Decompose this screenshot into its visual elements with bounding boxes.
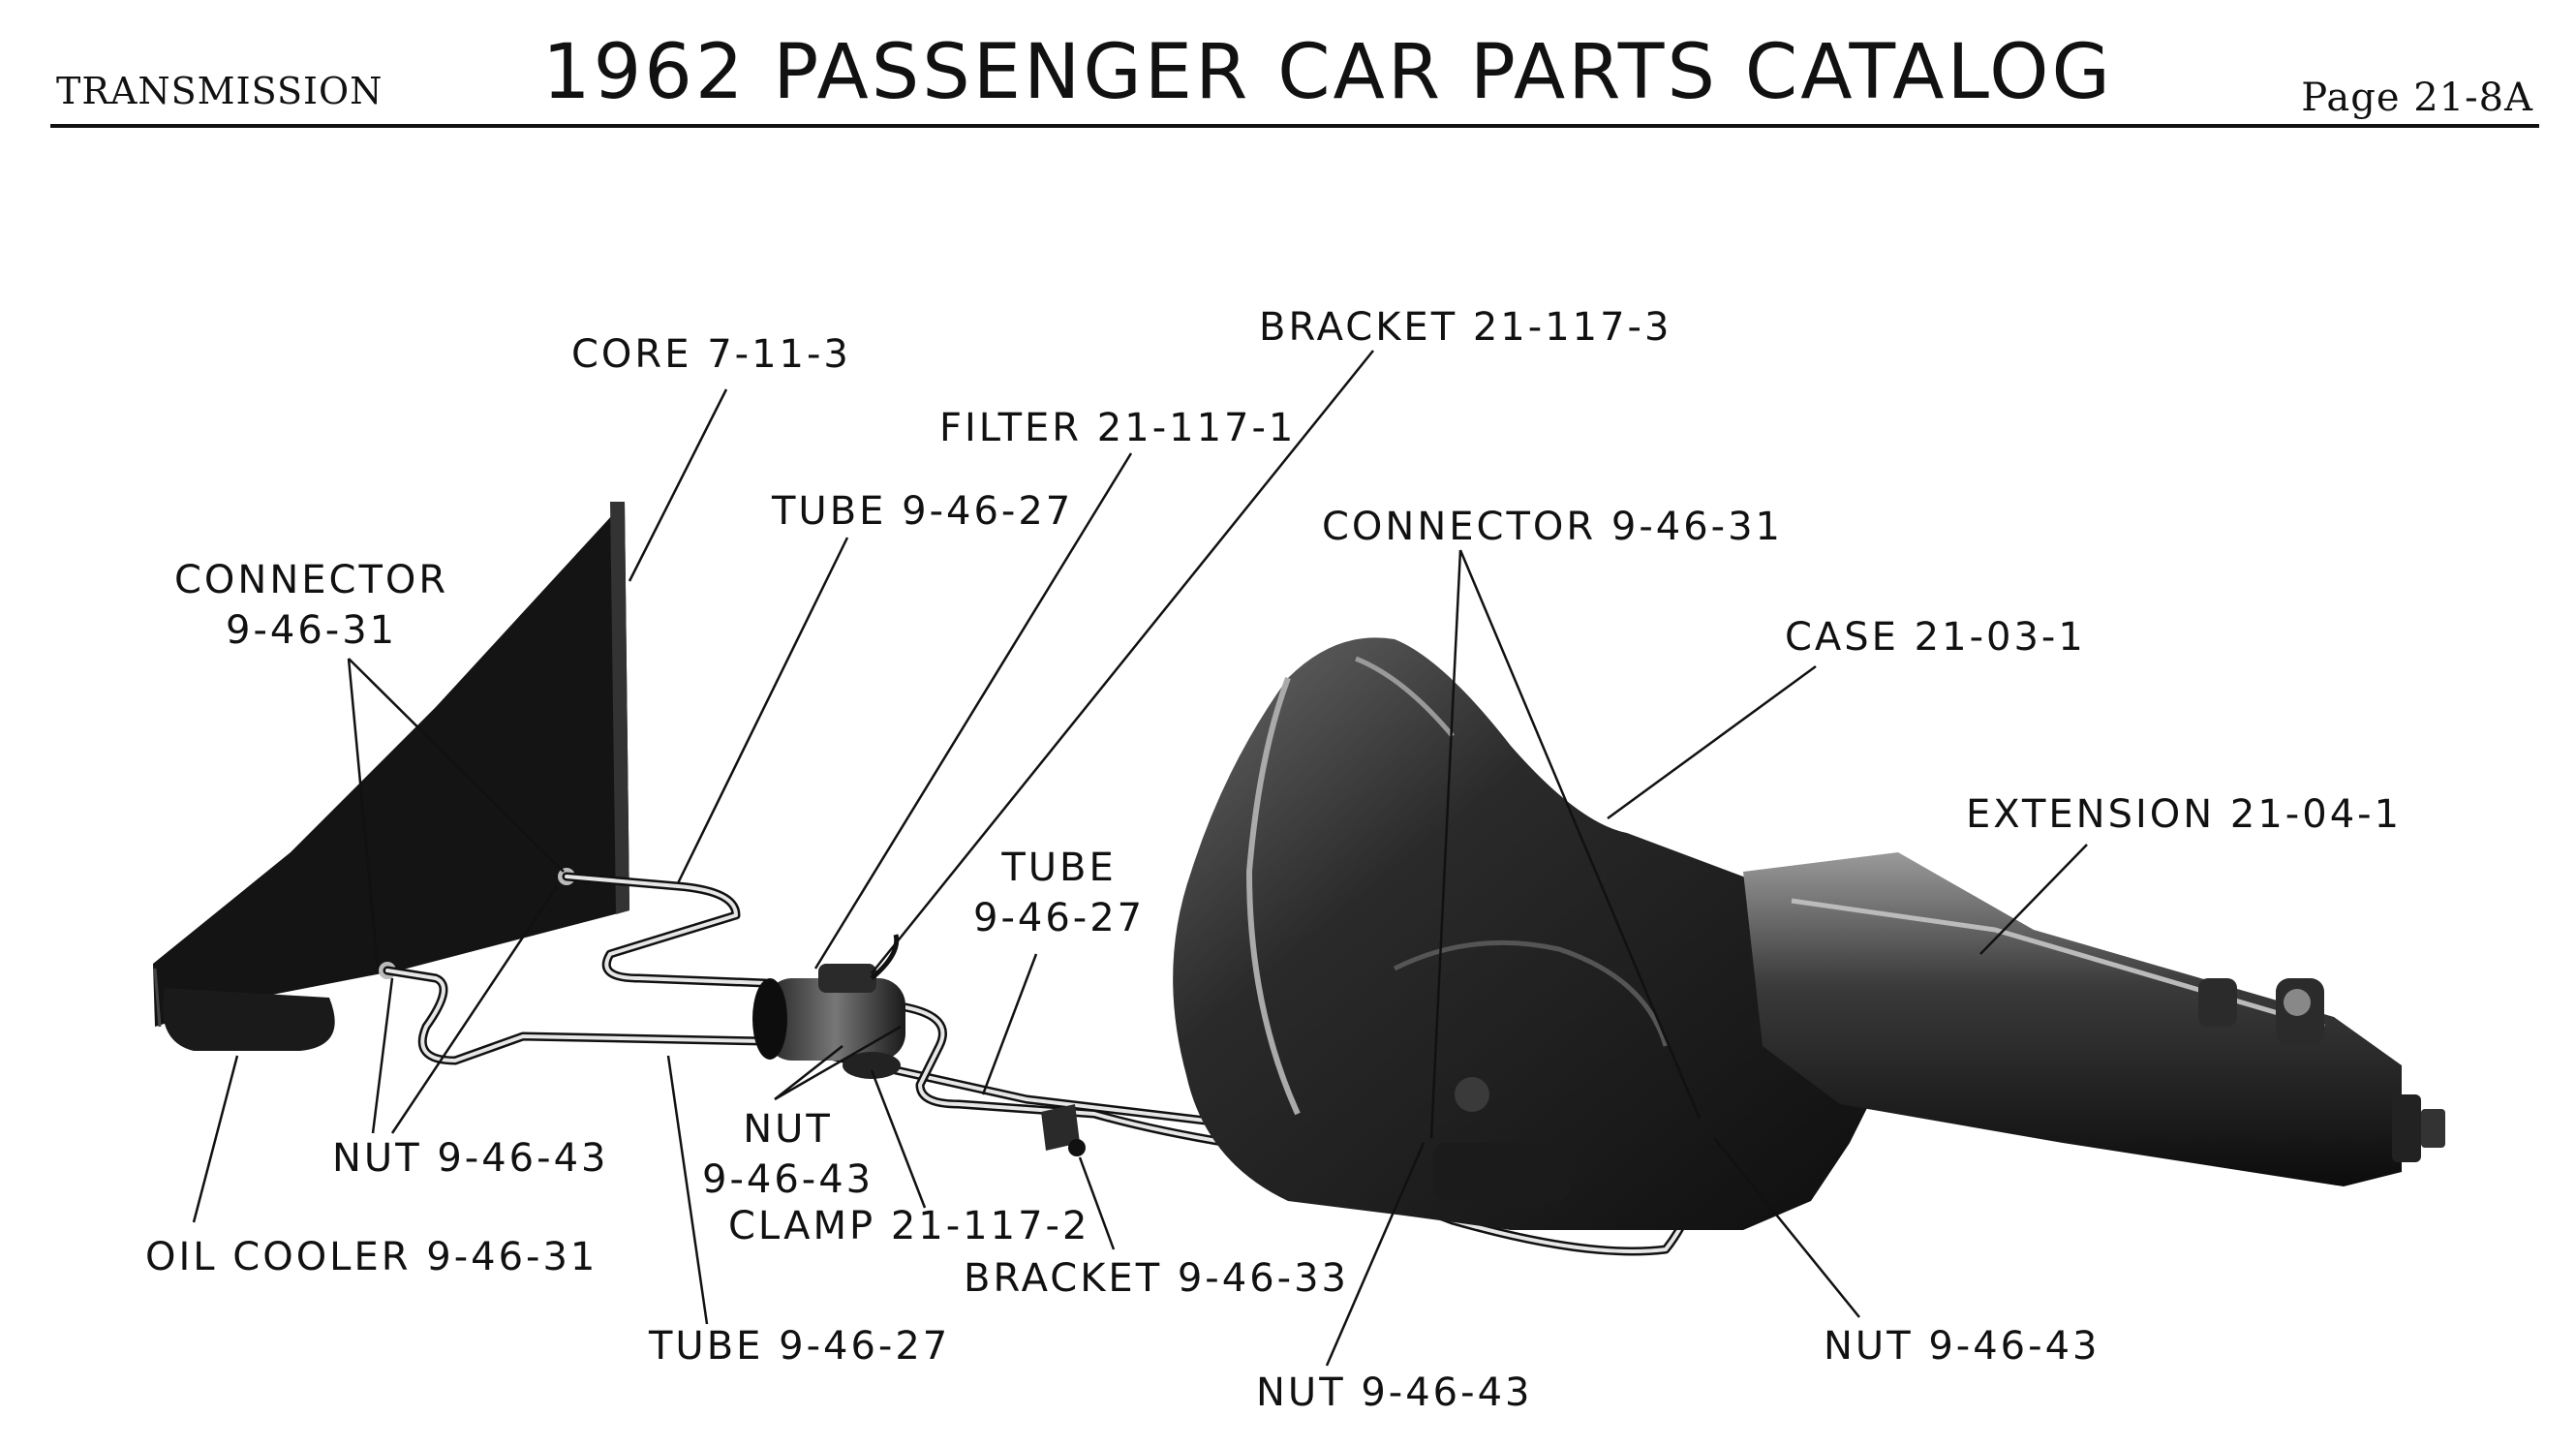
leader-lines [192, 350, 2088, 1367]
filter-assembly [752, 934, 905, 1079]
label-extension: EXTENSION 21-04-1 [1966, 792, 2403, 837]
label-connector-right: CONNECTOR 9-46-31 [1322, 505, 1783, 549]
label-tube-mid: TUBE 9-46-27 [973, 843, 1145, 943]
label-bracket-top: BRACKET 21-117-3 [1259, 305, 1672, 350]
label-nut-bottom-right: NUT 9-46-43 [1824, 1324, 2101, 1369]
header-rule [50, 124, 2539, 128]
label-bracket-bottom: BRACKET 9-46-33 [964, 1256, 1349, 1301]
catalog-title: 1962 PASSENGER CAR PARTS CATALOG [542, 29, 2113, 116]
label-tube-mid-line1: TUBE [1001, 846, 1117, 890]
label-filter: FILTER 21-117-1 [939, 406, 1297, 450]
label-oil-cooler: OIL COOLER 9-46-31 [145, 1235, 598, 1279]
page-header: TRANSMISSION 1962 PASSENGER CAR PARTS CA… [0, 0, 2576, 136]
section-name: TRANSMISSION [56, 70, 383, 112]
page-number: Page 21-8A [2301, 76, 2533, 120]
label-connector-left-line1: CONNECTOR [174, 558, 449, 602]
label-core: CORE 7-11-3 [571, 332, 851, 377]
label-tube-upper: TUBE 9-46-27 [772, 489, 1074, 534]
label-tube-mid-line2: 9-46-27 [973, 896, 1146, 940]
oil-cooler-core [153, 502, 629, 1051]
label-case: CASE 21-03-1 [1785, 615, 2086, 660]
label-nut-mid-line2: 9-46-43 [702, 1157, 874, 1202]
label-connector-left: CONNECTOR 9-46-31 [174, 555, 448, 656]
transmission-extension [1743, 852, 2445, 1186]
label-clamp: CLAMP 21-117-2 [728, 1204, 1090, 1248]
label-nut-left: NUT 9-46-43 [332, 1136, 609, 1181]
label-nut-bottom-center: NUT 9-46-43 [1256, 1370, 1533, 1415]
label-nut-mid: NUT 9-46-43 [702, 1104, 874, 1205]
label-tube-lower: TUBE 9-46-27 [649, 1324, 951, 1369]
label-nut-mid-line1: NUT [743, 1107, 833, 1152]
line-bracket [1041, 1104, 1086, 1156]
label-connector-left-line2: 9-46-31 [226, 608, 398, 653]
